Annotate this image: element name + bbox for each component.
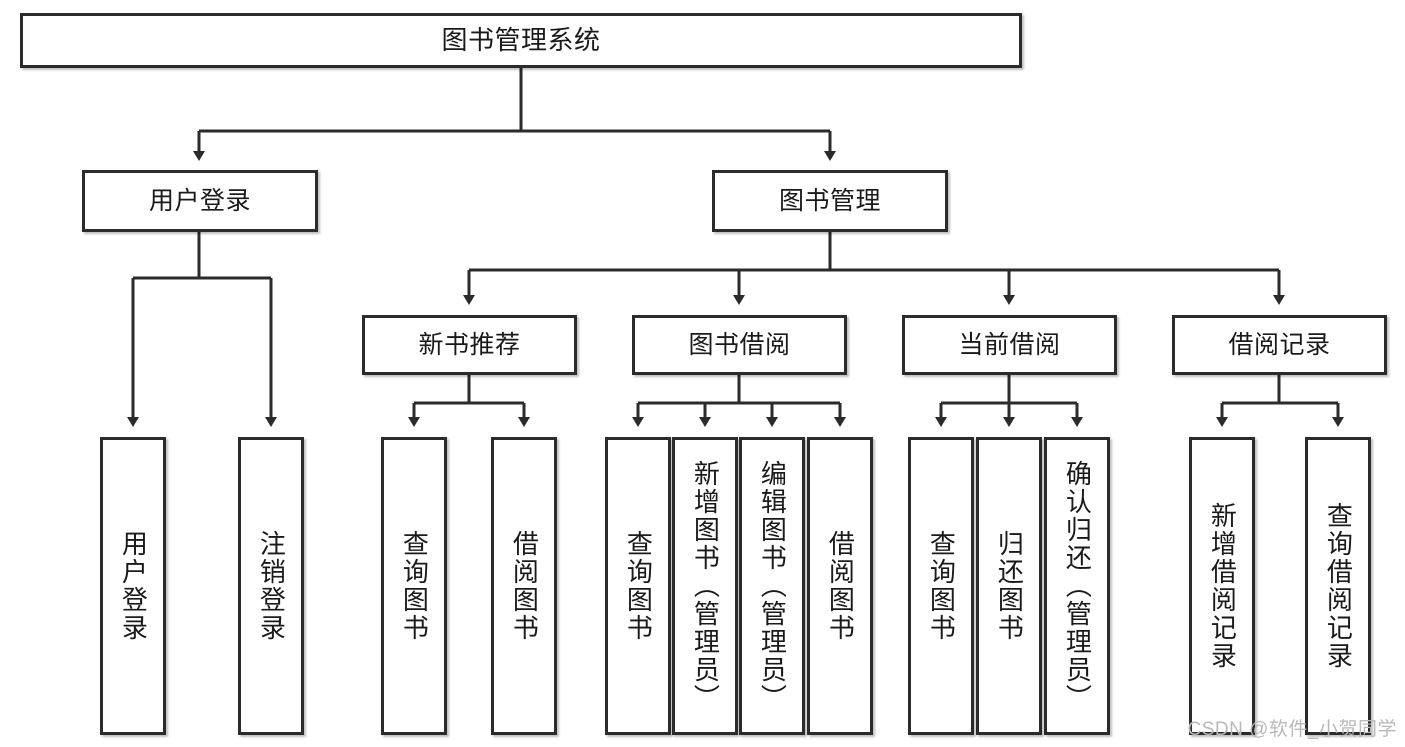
node-label: 编辑图书（管理员） bbox=[757, 460, 788, 712]
leaf-borrow-books-borrowing[interactable]: 借阅图书 bbox=[807, 437, 873, 735]
node-label: 用户登录 bbox=[148, 186, 251, 215]
node-label: 新书推荐 bbox=[418, 330, 521, 359]
node-label: 新增图书（管理员） bbox=[690, 460, 721, 712]
leaf-query-books-recommendation[interactable]: 查询图书 bbox=[381, 437, 447, 735]
node-label: 图书借阅 bbox=[688, 330, 791, 359]
node-label: 当前借阅 bbox=[958, 330, 1061, 359]
leaf-add-borrowing-record[interactable]: 新增借阅记录 bbox=[1189, 437, 1255, 735]
node-label: 查询图书 bbox=[623, 530, 654, 642]
leaf-query-books-current[interactable]: 查询图书 bbox=[908, 437, 974, 735]
leaf-query-books-borrowing[interactable]: 查询图书 bbox=[605, 437, 671, 735]
node-label: 查询图书 bbox=[399, 530, 430, 642]
node-label: 查询借阅记录 bbox=[1323, 502, 1354, 670]
node-label: 借阅图书 bbox=[825, 530, 856, 642]
node-current-borrowing[interactable]: 当前借阅 bbox=[902, 315, 1117, 375]
leaf-return-books[interactable]: 归还图书 bbox=[976, 437, 1042, 735]
node-label: 图书管理 bbox=[778, 186, 881, 215]
node-label: 查询图书 bbox=[926, 530, 957, 642]
node-label: 确认归还（管理员） bbox=[1062, 460, 1093, 712]
node-label: 用户登录 bbox=[118, 530, 149, 642]
node-label: 注销登录 bbox=[256, 530, 287, 642]
node-user-login[interactable]: 用户登录 bbox=[82, 170, 318, 232]
node-book-borrowing[interactable]: 图书借阅 bbox=[632, 315, 847, 375]
leaf-confirm-return-admin[interactable]: 确认归还（管理员） bbox=[1044, 437, 1110, 735]
csdn-watermark: CSDN @软件_小贺同学 bbox=[1187, 719, 1397, 740]
node-label: 归还图书 bbox=[994, 530, 1025, 642]
leaf-edit-book-admin[interactable]: 编辑图书（管理员） bbox=[739, 437, 805, 735]
leaf-user-login[interactable]: 用户登录 bbox=[100, 437, 166, 735]
node-borrowing-record[interactable]: 借阅记录 bbox=[1172, 315, 1387, 375]
node-root-book-management-system[interactable]: 图书管理系统 bbox=[20, 13, 1022, 68]
node-label: 图书管理系统 bbox=[441, 24, 601, 55]
node-label: 借阅记录 bbox=[1228, 330, 1331, 359]
leaf-add-book-admin[interactable]: 新增图书（管理员） bbox=[672, 437, 738, 735]
node-label: 借阅图书 bbox=[509, 530, 540, 642]
node-new-book-recommendation[interactable]: 新书推荐 bbox=[362, 315, 577, 375]
leaf-query-borrowing-record[interactable]: 查询借阅记录 bbox=[1305, 437, 1371, 735]
leaf-logout[interactable]: 注销登录 bbox=[238, 437, 304, 735]
leaf-borrow-books-recommendation[interactable]: 借阅图书 bbox=[491, 437, 557, 735]
node-book-management[interactable]: 图书管理 bbox=[712, 170, 948, 232]
node-label: 新增借阅记录 bbox=[1207, 502, 1238, 670]
